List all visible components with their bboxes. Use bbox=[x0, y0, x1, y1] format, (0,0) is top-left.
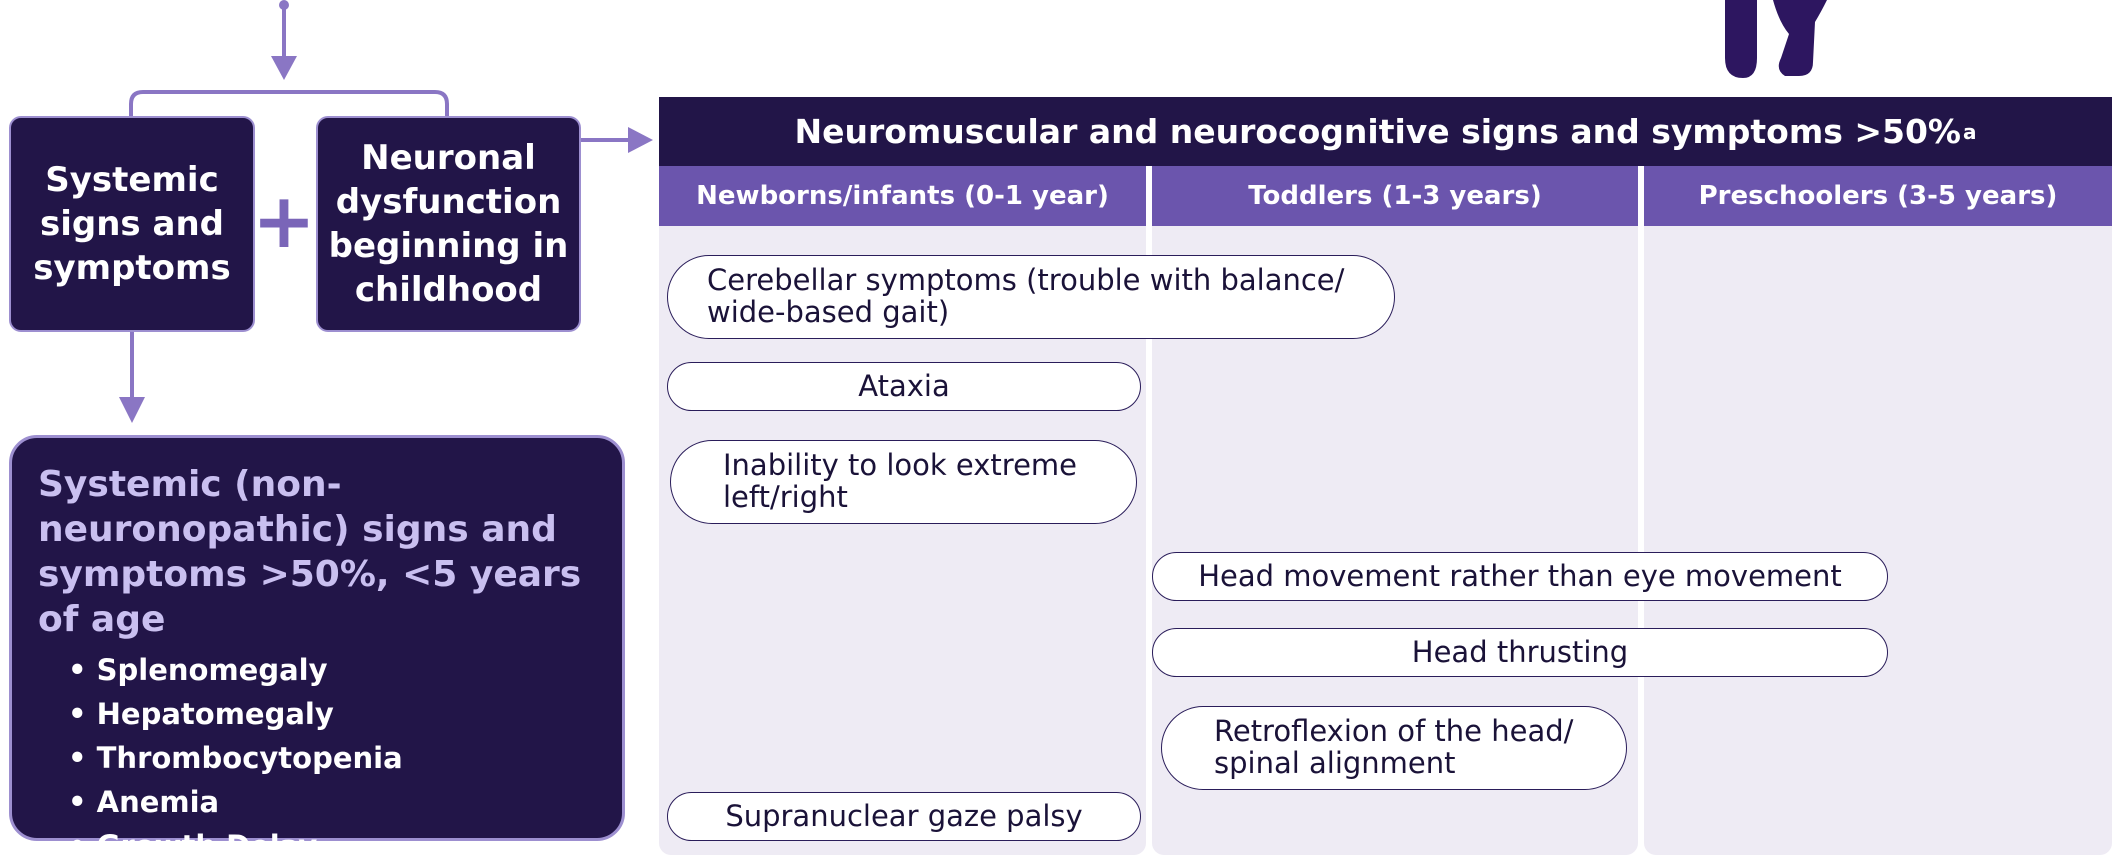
column-header-preschoolers: Preschoolers (3-5 years) bbox=[1644, 166, 2112, 226]
top-connector-dot bbox=[279, 0, 289, 10]
systemic-panel-title: Systemic (non-neuronopathic) signs and s… bbox=[38, 462, 602, 642]
symptom-retroflexion: Retroflexion of the head/ spinal alignme… bbox=[1161, 706, 1627, 790]
systemic-signs-label: Systemic signs and symptoms bbox=[11, 158, 253, 291]
child-silhouette-icon bbox=[1715, 0, 1835, 80]
column-header-newborns: Newborns/infants (0-1 year) bbox=[659, 166, 1146, 226]
top-arrowhead bbox=[271, 56, 297, 80]
systemic-panel: Systemic (non-neuronopathic) signs and s… bbox=[9, 435, 625, 841]
down-arrowhead bbox=[119, 397, 145, 423]
column-header-toddlers: Toddlers (1-3 years) bbox=[1152, 166, 1638, 226]
neuro-panel-title: Neuromuscular and neurocognitive signs a… bbox=[794, 112, 1961, 151]
symptom-head-thrusting: Head thrusting bbox=[1152, 628, 1888, 677]
list-item: Splenomegaly bbox=[68, 648, 602, 692]
right-arrowhead bbox=[628, 127, 653, 153]
list-item: Thrombocytopenia bbox=[68, 736, 602, 780]
bracket-connector bbox=[131, 92, 447, 117]
plus-sign: + bbox=[256, 180, 312, 260]
symptom-ataxia: Ataxia bbox=[667, 362, 1141, 411]
list-item: Growth Delay bbox=[68, 824, 602, 868]
neuro-panel-header: Neuromuscular and neurocognitive signs a… bbox=[659, 97, 2112, 166]
list-item: Anemia bbox=[68, 780, 602, 824]
systemic-signs-box: Systemic signs and symptoms bbox=[9, 116, 255, 332]
column-body-preschoolers bbox=[1644, 226, 2112, 855]
list-item: Hepatomegaly bbox=[68, 692, 602, 736]
symptom-supranuclear-gaze: Supranuclear gaze palsy bbox=[667, 792, 1141, 841]
neuronal-dysfunction-box: Neuronal dysfunction beginning in childh… bbox=[316, 116, 581, 332]
symptom-cerebellar: Cerebellar symptoms (trouble with balanc… bbox=[667, 255, 1395, 339]
symptom-inability-look: Inability to look extreme left/right bbox=[670, 440, 1137, 524]
symptom-head-movement: Head movement rather than eye movement bbox=[1152, 552, 1888, 601]
neuronal-dysfunction-label: Neuronal dysfunction beginning in childh… bbox=[318, 136, 579, 313]
title-footnote-marker: a bbox=[1963, 120, 1977, 144]
systemic-list: Splenomegaly Hepatomegaly Thrombocytopen… bbox=[68, 648, 602, 868]
